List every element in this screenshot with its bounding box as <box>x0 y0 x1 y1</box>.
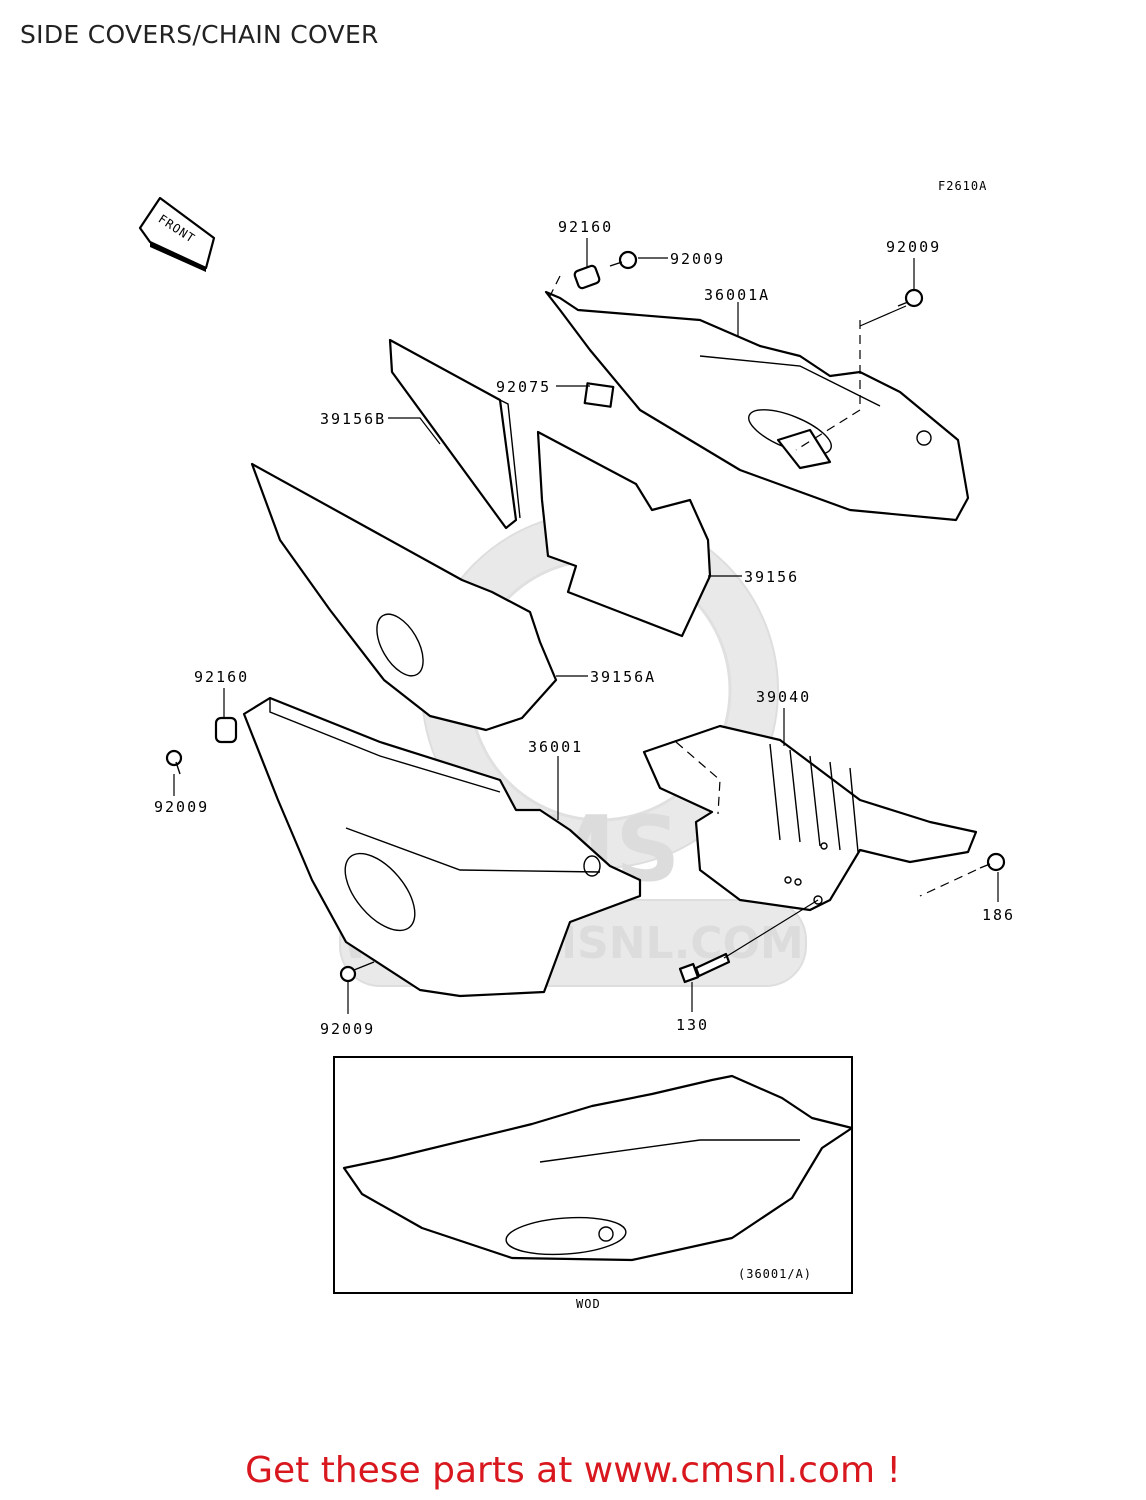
label-130: 130 <box>676 1016 709 1034</box>
assembly-line-c <box>675 741 721 815</box>
bolt-92009-top-icon <box>609 250 638 270</box>
inset-caption: (36001/A) <box>738 1267 812 1281</box>
label-92009-bottom: 92009 <box>320 1020 375 1038</box>
label-36001A: 36001A <box>704 286 770 304</box>
page-title: SIDE COVERS/CHAIN COVER <box>20 20 379 49</box>
front-arrow-icon: FRONT <box>138 196 216 272</box>
assembly-line-e <box>723 899 819 959</box>
bolt-130-icon <box>678 952 731 984</box>
label-39156B: 39156B <box>320 410 386 428</box>
inset-note: WOD <box>576 1297 601 1311</box>
figure-code: F2610A <box>938 179 987 193</box>
grommet-92160-top-icon <box>573 264 601 290</box>
bolt-92009-bottom-icon <box>339 961 375 983</box>
part-36001A-cover <box>544 290 970 522</box>
label-186: 186 <box>982 906 1015 924</box>
part-39156-panel <box>536 430 712 638</box>
label-92009-left: 92009 <box>154 798 209 816</box>
label-92009-top: 92009 <box>670 250 725 268</box>
bolt-186-icon <box>979 852 1006 872</box>
label-36001: 36001 <box>528 738 583 756</box>
part-92075-pad <box>583 382 615 408</box>
label-92009-right: 92009 <box>886 238 941 256</box>
label-39040: 39040 <box>756 688 811 706</box>
part-39156B-panel <box>388 338 521 530</box>
bolt-92009-left-icon <box>165 749 183 775</box>
assembly-line-b <box>795 320 861 451</box>
part-39156A-panel <box>250 462 558 732</box>
assembly-line-d <box>919 869 977 897</box>
grommet-92160-left-icon <box>214 716 238 744</box>
label-39156A: 39156A <box>590 668 656 686</box>
inset-variant-box: (36001/A) <box>333 1056 854 1294</box>
label-92160-left: 92160 <box>194 668 249 686</box>
assembly-line-a <box>547 275 561 301</box>
label-92075: 92075 <box>496 378 551 396</box>
part-36001-cover <box>242 696 642 998</box>
label-92160-top: 92160 <box>558 218 613 236</box>
part-39040-chain-cover <box>642 724 978 912</box>
label-39156: 39156 <box>744 568 799 586</box>
bolt-92009-right-icon <box>897 288 924 308</box>
footer-promo: Get these parts at www.cmsnl.com ! <box>245 1450 901 1491</box>
